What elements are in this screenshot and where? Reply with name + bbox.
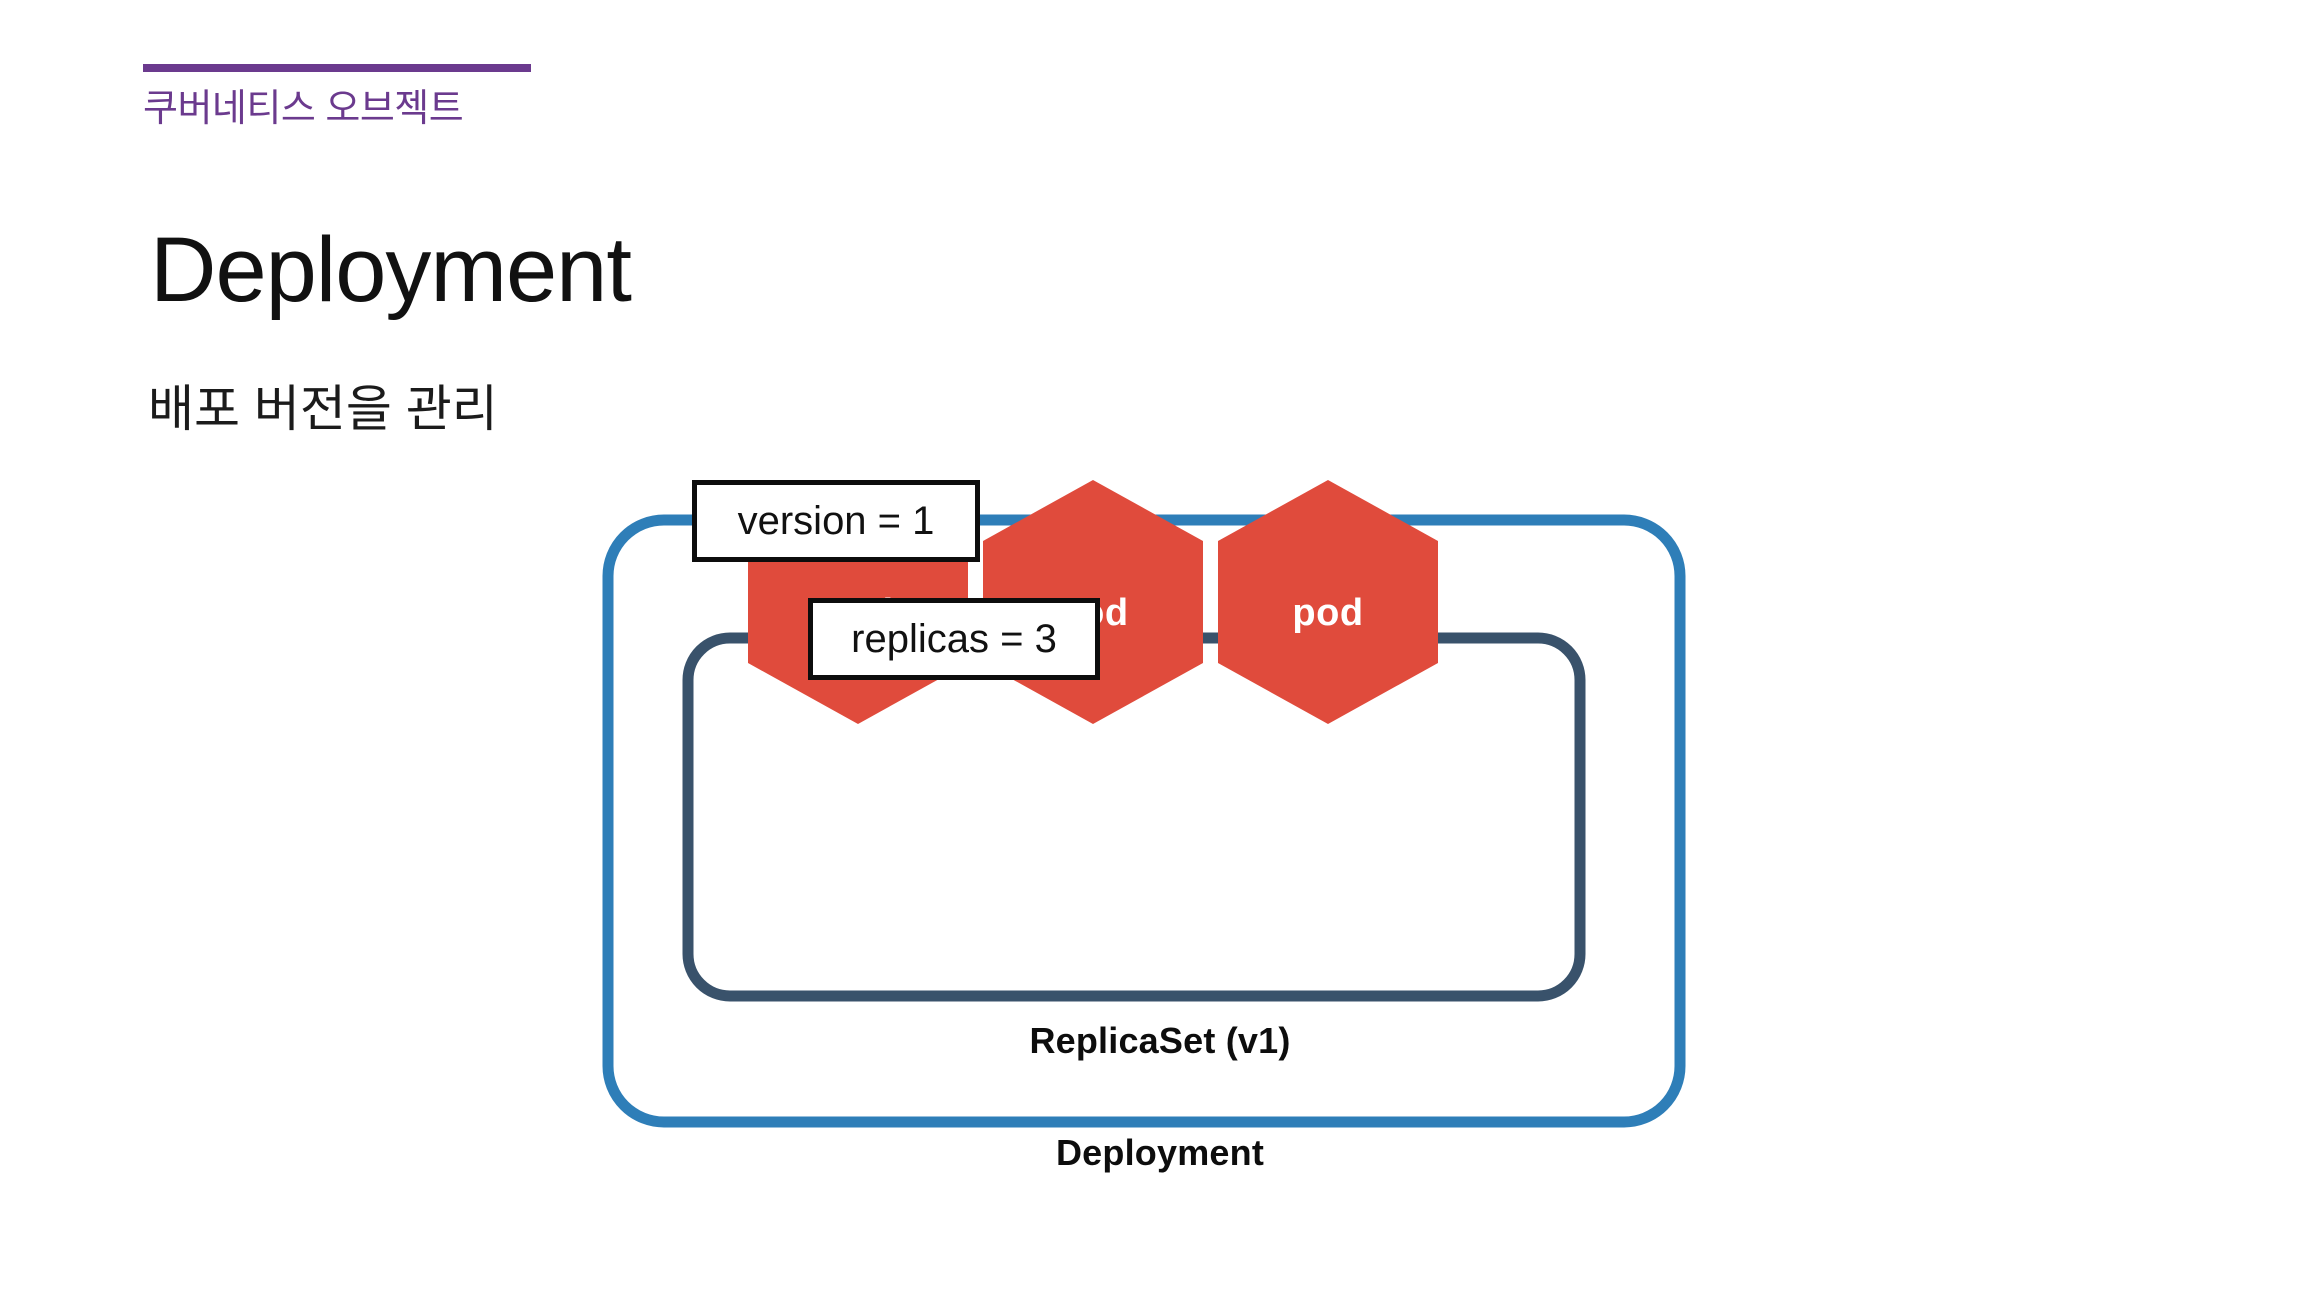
deployment-diagram: pod pod pod version = 1 replicas = 3 Rep…	[600, 460, 1720, 1220]
version-annotation-chip: version = 1	[692, 480, 980, 562]
page-subtitle: 배포 버전을 관리	[148, 381, 498, 437]
eyebrow-divider-rule	[143, 64, 531, 72]
replicaset-caption: ReplicaSet (v1)	[1029, 1020, 1291, 1061]
pod-hexagon-label-3: pod	[1292, 592, 1363, 634]
replicas-annotation-chip: replicas = 3	[808, 598, 1100, 680]
pod-hexagon-shape	[1218, 480, 1438, 724]
deployment-caption: Deployment	[1055, 1132, 1265, 1173]
pod-hexagon-3: pod	[1218, 480, 1438, 724]
diagram-svg: pod pod pod	[602, 480, 1686, 1128]
page-title: Deployment	[150, 219, 632, 321]
eyebrow-label: 쿠버네티스 오브젝트	[143, 88, 464, 130]
